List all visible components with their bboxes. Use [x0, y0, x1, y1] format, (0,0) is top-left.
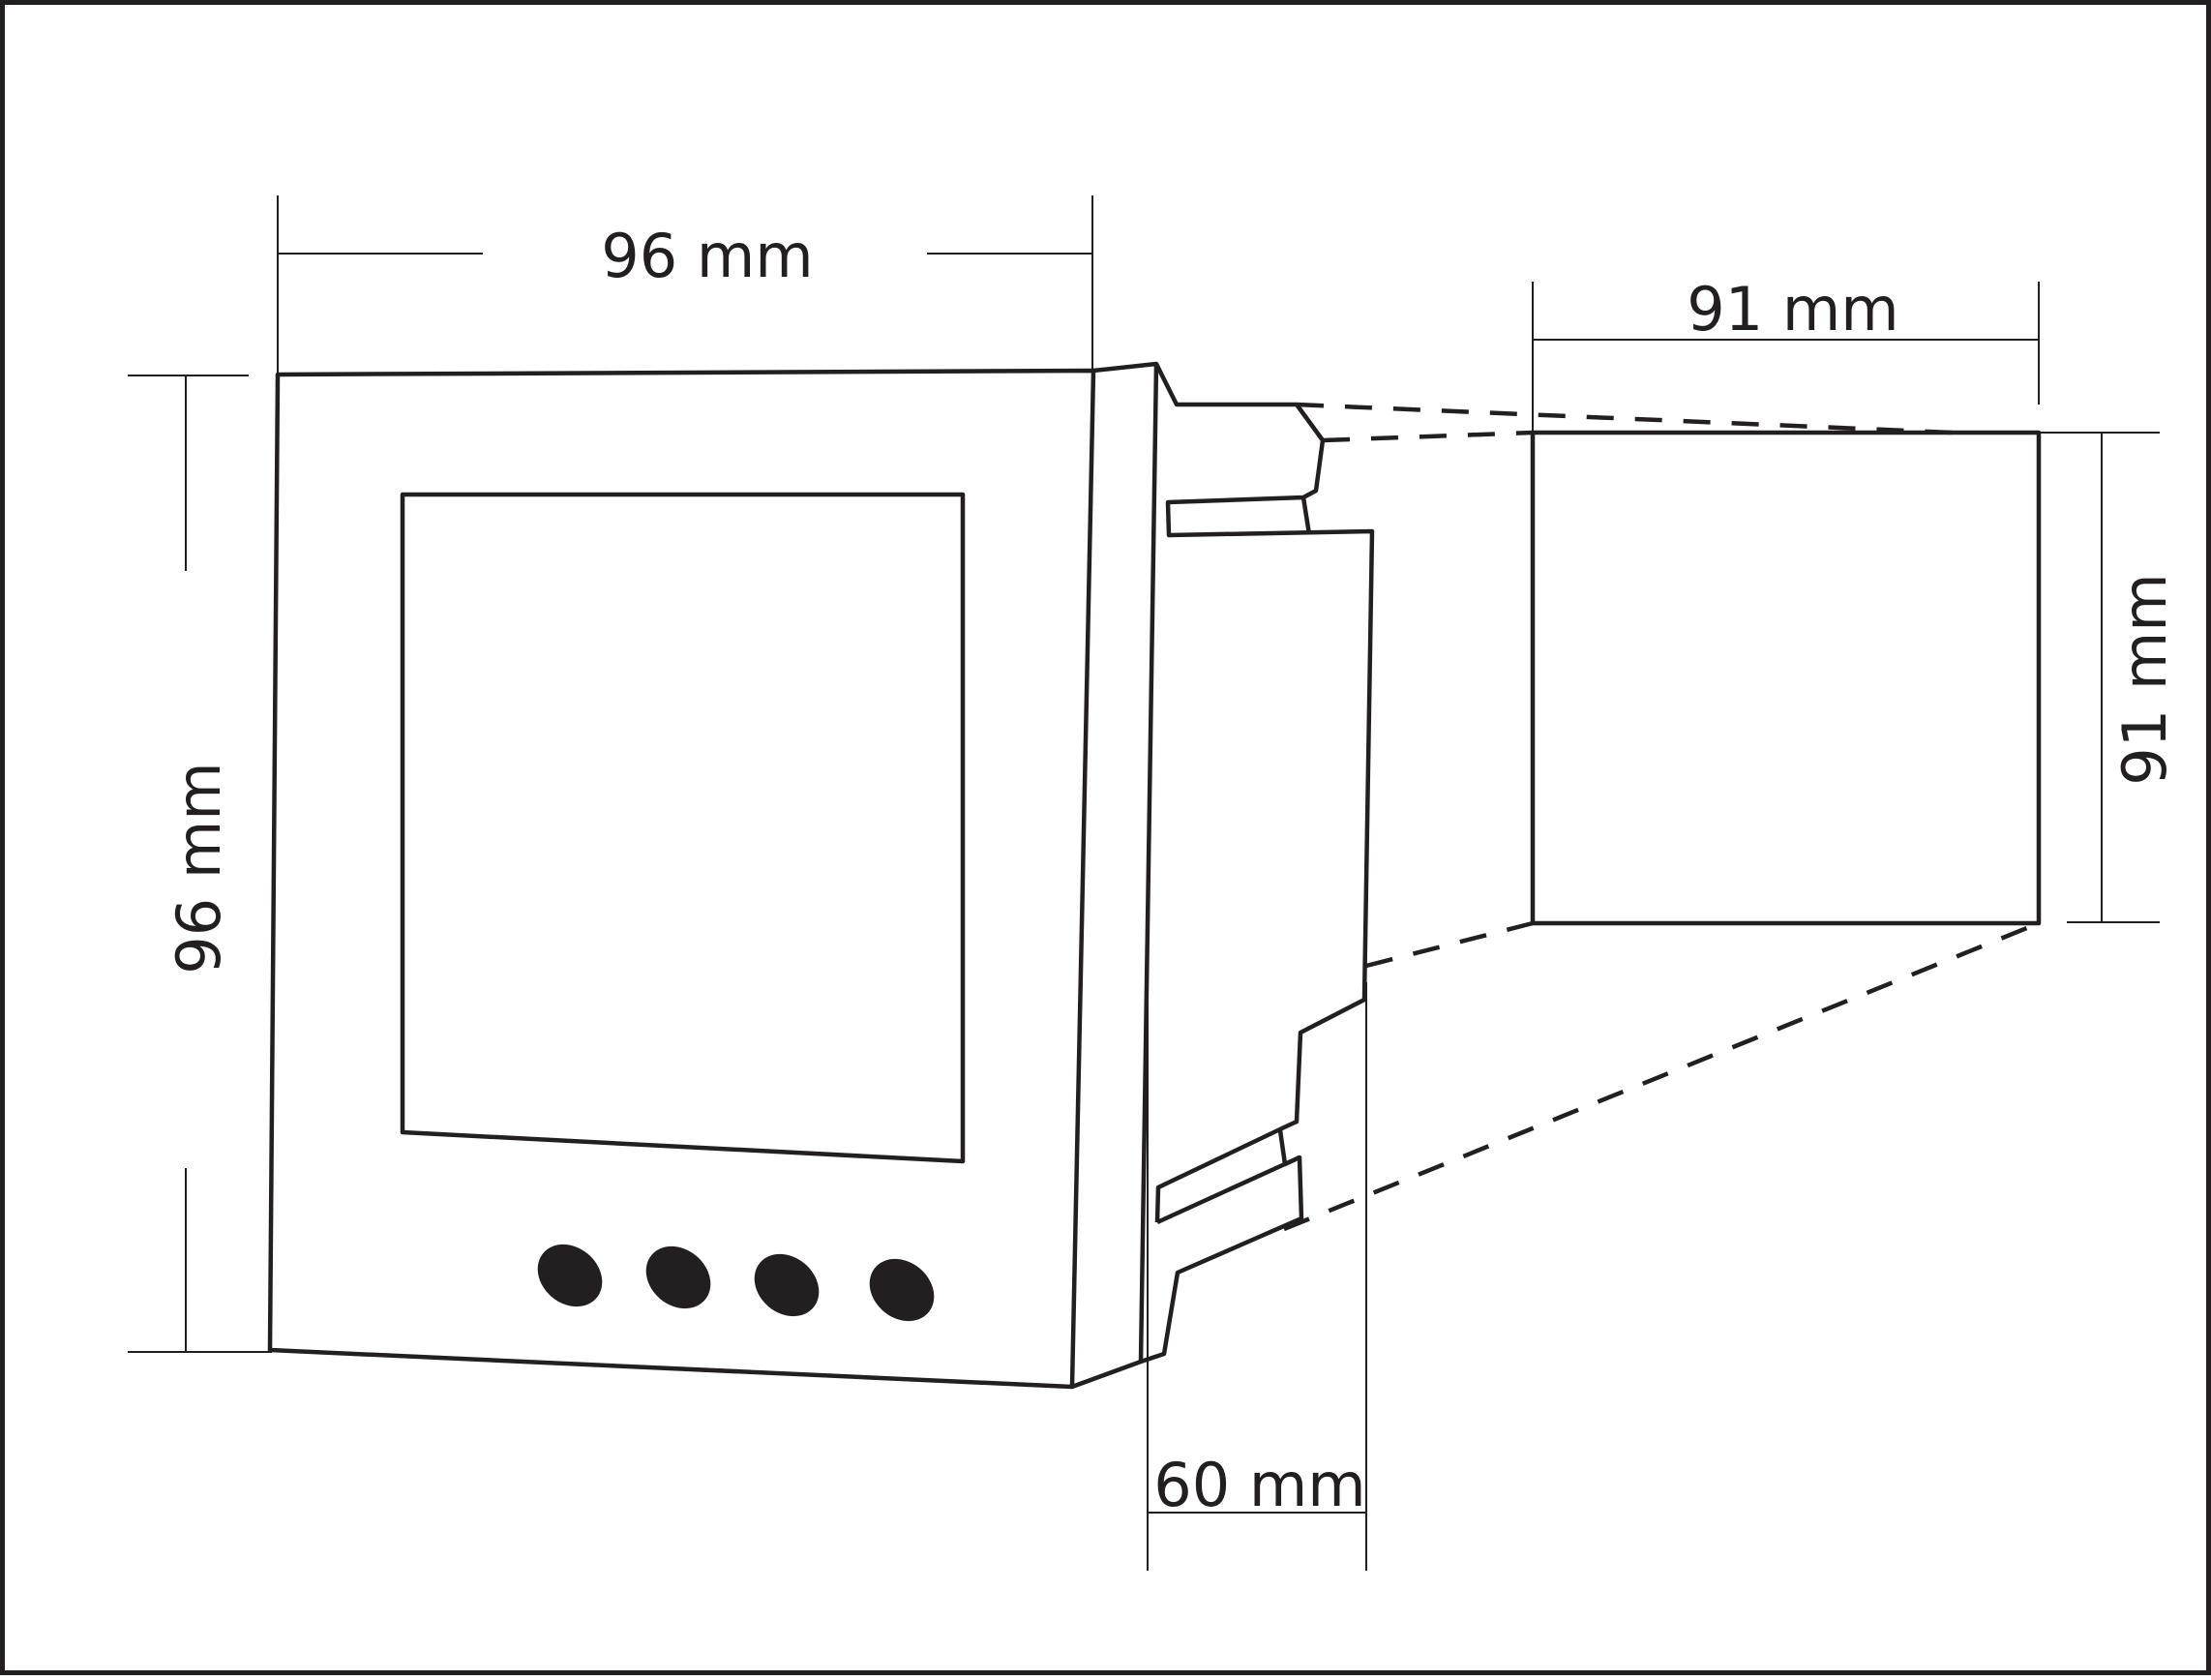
- display-window: [400, 492, 966, 1164]
- projection-line-bottom-inner: [1365, 920, 1534, 969]
- dimension-front-width: 96 mm: [277, 195, 1093, 375]
- projection-line-bottom-outer: [1283, 920, 2040, 1232]
- projection-line-top-outer: [1296, 402, 1953, 435]
- front-bezel-outline: [267, 368, 1096, 1390]
- housing-profile-top: [1153, 362, 1375, 1223]
- housing-profile-bottom: [1140, 1155, 1304, 1365]
- front-panel: [267, 368, 1096, 1390]
- button-3: [754, 1253, 820, 1317]
- dimension-cutout-height: 91 mm: [2039, 432, 2180, 923]
- dimension-depth: 60 mm: [1147, 982, 1367, 1571]
- cutout-width-label: 91 mm: [1687, 274, 1898, 345]
- button-4: [869, 1258, 935, 1322]
- dimension-front-height: 96 mm: [128, 375, 272, 1353]
- clip-bottom-edge: [1277, 1129, 1300, 1167]
- dimension-cutout-width: 91 mm: [1532, 274, 2040, 433]
- bezel-side-edge: [1071, 361, 1159, 1390]
- button-2: [645, 1245, 711, 1309]
- depth-label: 60 mm: [1153, 1450, 1365, 1520]
- button-1: [537, 1244, 603, 1307]
- front-height-label: 96 mm: [164, 762, 234, 974]
- meter-side-body: [1071, 361, 1375, 1390]
- cutout-height-label: 91 mm: [2109, 573, 2180, 785]
- front-width-label: 96 mm: [601, 221, 813, 291]
- panel-meter-diagram: 96 mm 96 mm 91 mm 91 mm 60 mm: [128, 195, 2180, 1571]
- clip-top-edge: [1300, 496, 1312, 535]
- projection-lines: [1283, 402, 2040, 1232]
- projection-line-top-inner: [1322, 430, 1534, 443]
- panel-cutout: [1530, 430, 2042, 926]
